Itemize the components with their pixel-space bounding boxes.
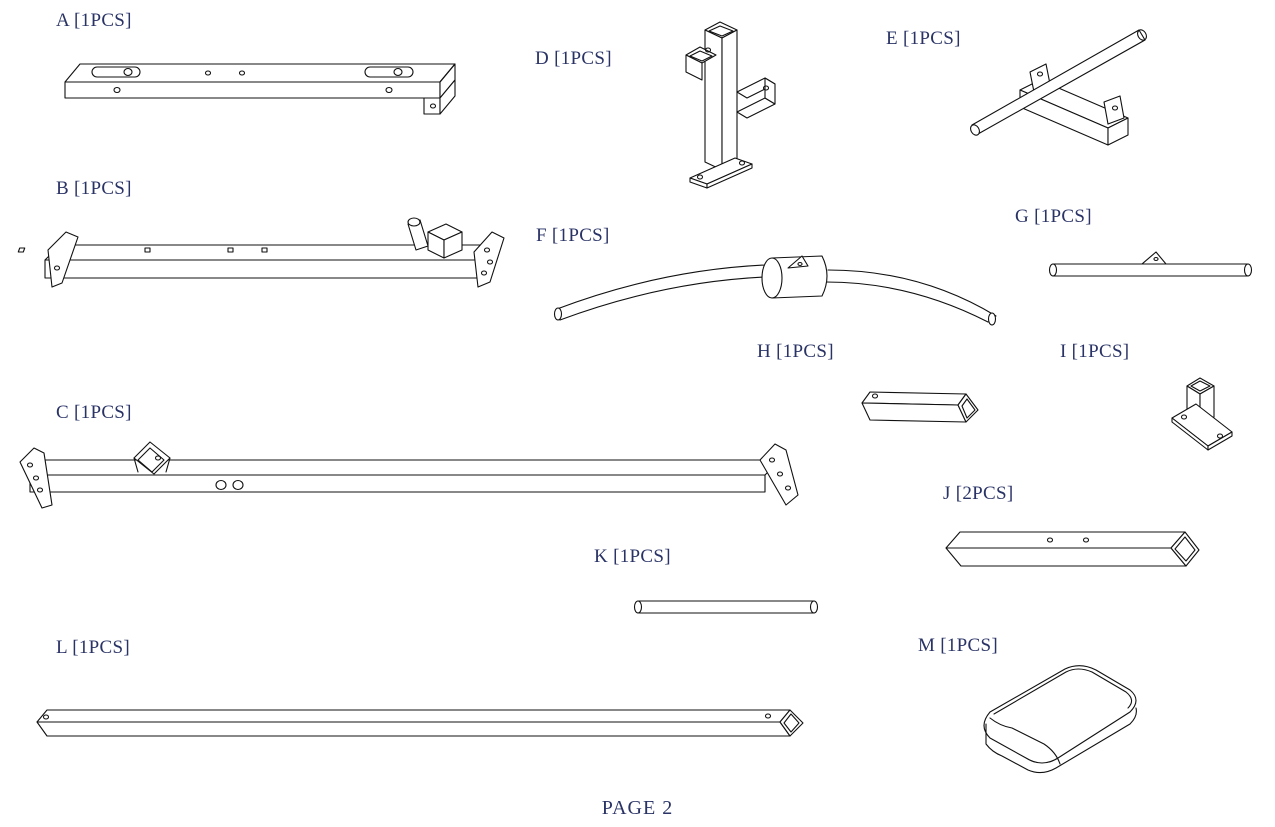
part-g-drawing [1050,252,1252,276]
page-number: PAGE 2 [601,797,674,819]
part-b-drawing [18,218,504,287]
part-label-i: I [1PCS] [1060,341,1130,362]
part-label-a: A [1PCS] [56,10,132,31]
part-label-c: C [1PCS] [56,402,132,423]
part-label-l: L [1PCS] [56,637,131,658]
part-label-b: B [1PCS] [56,178,132,199]
part-label-e: E [1PCS] [886,28,961,49]
part-l-drawing [37,710,803,736]
part-label-g: G [1PCS] [1015,206,1092,227]
part-label-j: J [2PCS] [943,483,1014,504]
part-k-drawing [635,601,818,613]
part-m-drawing [984,666,1136,773]
part-label-h: H [1PCS] [757,341,834,362]
part-label-m: M [1PCS] [918,635,999,656]
part-e-drawing [969,28,1148,145]
part-i-drawing [1172,378,1232,450]
part-label-f: F [1PCS] [536,225,610,246]
part-h-drawing [862,392,978,422]
part-f-drawing [555,256,997,325]
part-label-d: D [1PCS] [535,48,612,69]
part-j-drawing [946,532,1199,566]
part-a-drawing [65,64,455,114]
part-label-k: K [1PCS] [594,546,671,567]
part-d-drawing [686,22,775,188]
part-c-drawing [20,442,798,508]
